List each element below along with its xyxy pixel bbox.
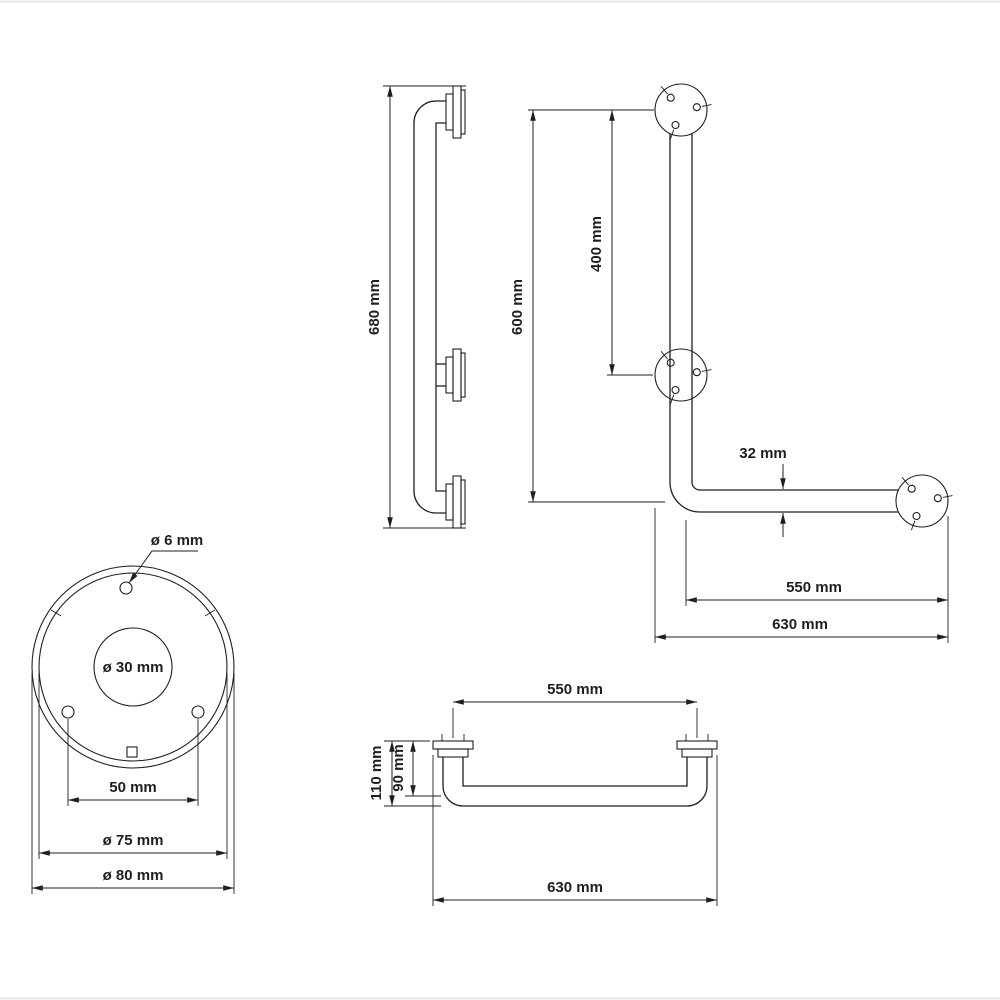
wall-flange-front-right <box>895 474 953 531</box>
dim-label-6mm: ø 6 mm <box>151 532 204 549</box>
wall-flange-top-view-left <box>432 734 474 758</box>
wall-flange-front-middle <box>654 348 712 405</box>
screw-hole-top <box>119 581 133 595</box>
wall-flange-side-top <box>445 85 466 139</box>
top-view: 550 mm 110 mm 90 mm 630 mm <box>368 681 718 906</box>
front-view: 600 mm 400 mm 32 mm 550 mm 630 mm <box>509 83 953 643</box>
side-view: 680 mm <box>366 85 466 529</box>
dimension-hole-spacing-50: 50 mm <box>67 719 199 806</box>
dim-label-400mm: 400 mm <box>588 216 605 272</box>
top-view-tube-outer-edge <box>442 757 708 807</box>
dim-label-50mm: 50 mm <box>109 779 157 796</box>
dim-label-center-hole-30mm: ø 30 mm <box>103 659 164 676</box>
dim-label-32mm: 32 mm <box>739 445 787 462</box>
front-view-tube-inner-edge <box>691 134 898 491</box>
dim-label-90mm: 90 mm <box>390 744 407 792</box>
dimension-horizontal-length-550: 550 mm <box>685 516 949 643</box>
side-view-tube-outer-edge <box>413 100 446 514</box>
side-view-tube-inner-edge <box>435 122 446 492</box>
dim-label-630mm-top: 630 mm <box>547 879 603 896</box>
screw-hole-lower-right <box>191 705 205 719</box>
dimension-tube-diameter-32: 32 mm <box>739 445 787 537</box>
flange-square-notch <box>126 746 138 758</box>
dimension-bolt-circle-75: ø 75 mm <box>38 673 228 859</box>
dimension-overall-length-630: 630 mm <box>432 755 718 906</box>
top-view-tube-inner-edge <box>462 757 688 787</box>
flange-detail-view: ø 30 mm ø 6 mm 50 mm ø 75 mm ø 80 mm <box>31 532 235 894</box>
dimension-overall-height-680: 680 mm <box>366 85 466 529</box>
dim-label-550mm-front: 550 mm <box>786 579 842 596</box>
dim-label-600mm: 600 mm <box>509 279 526 335</box>
dimension-depth-90: 90 mm <box>390 740 441 797</box>
dimension-overall-width-630: 630 mm <box>654 508 949 643</box>
dimension-height-600: 600 mm <box>509 109 665 503</box>
dim-label-75mm: ø 75 mm <box>103 832 164 849</box>
dim-label-80mm: ø 80 mm <box>103 867 164 884</box>
flange-center-hole <box>93 627 173 707</box>
wall-flange-side-middle <box>445 348 466 402</box>
dim-label-550mm-top: 550 mm <box>547 681 603 698</box>
dimension-depth-110: 110 mm <box>368 740 441 807</box>
dim-label-680mm: 680 mm <box>366 279 383 335</box>
wall-flange-side-bottom <box>445 475 466 529</box>
dimension-flange-spacing-400: 400 mm <box>588 109 653 376</box>
dim-label-110mm: 110 mm <box>368 745 385 800</box>
flange-outer-circle <box>31 565 235 769</box>
wall-flange-front-top <box>654 83 712 140</box>
dimension-center-distance-550: 550 mm <box>452 681 698 738</box>
screw-hole-lower-left <box>61 705 75 719</box>
wall-flange-top-view-right <box>676 734 718 758</box>
callout-screw-hole-6mm: ø 6 mm <box>128 532 204 584</box>
dimension-outer-diameter-80: ø 80 mm <box>31 673 235 894</box>
front-view-tube-outer-edge <box>669 134 898 513</box>
dim-label-630mm-front: 630 mm <box>772 616 828 633</box>
